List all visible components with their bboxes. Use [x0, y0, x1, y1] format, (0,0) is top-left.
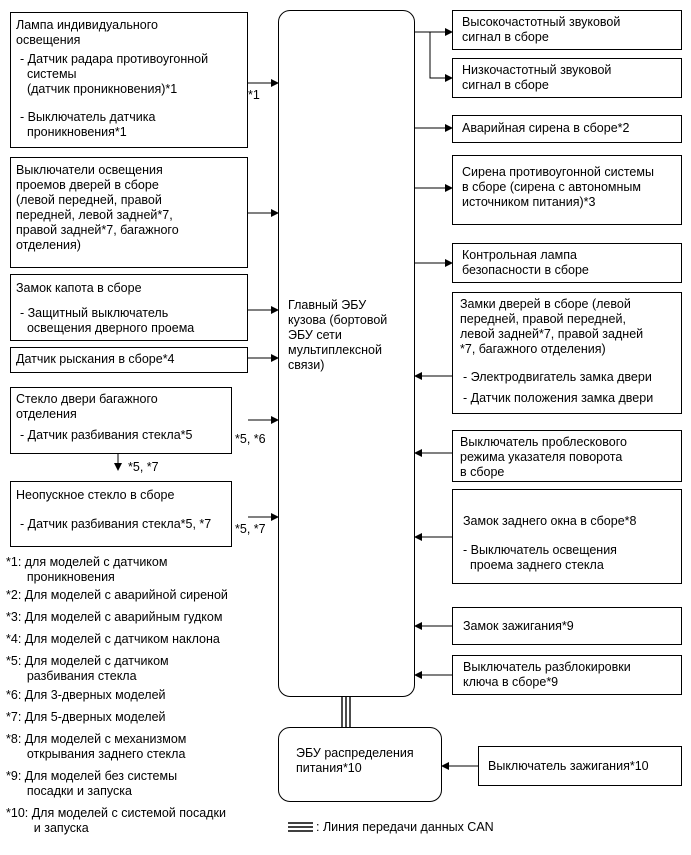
ignition-lock-text: Замок зажигания*9: [463, 619, 574, 633]
hood-lock-box: [10, 274, 248, 341]
door-locks-box: [452, 292, 682, 414]
high-pitch-horn-box: [452, 10, 682, 50]
door-courtesy-switches-text: Выключатели освещения проемов дверей в с…: [16, 163, 179, 252]
hood-lock-sub: - Защитный выключатель освещения дверног…: [20, 306, 195, 335]
note-5-7-down: *5, *7: [128, 460, 159, 474]
footnote-4: *4: Для моделей с датчиком наклона: [6, 632, 220, 646]
security-indicator-text: Контрольная лампа безопасности в сборе: [462, 248, 589, 277]
yaw-sensor-text: Датчик рыскания в сборе*4: [16, 352, 175, 366]
back-door-glass-title: Стекло двери багажного отделения: [16, 392, 158, 421]
main-body-ecu-box: [278, 10, 415, 697]
key-unlock-switch-box: [452, 655, 682, 695]
power-distribution-ecu-text: ЭБУ распределения питания*10: [296, 746, 414, 775]
note-5-6: *5, *6: [235, 432, 266, 446]
footnote-10: *10: Для моделей с системой посадки и за…: [6, 806, 226, 835]
rear-window-lock-box: [452, 489, 682, 584]
low-pitch-horn-text: Низкочастотный звуковой сигнал в сборе: [462, 63, 612, 92]
door-locks-title: Замки дверей в сборе (левой передней, пр…: [460, 297, 644, 356]
power-distribution-ecu-box: [278, 727, 442, 802]
security-indicator-box: [452, 243, 682, 283]
note-1: *1: [248, 88, 260, 102]
yaw-sensor-box: [10, 347, 248, 373]
footnote-3: *3: Для моделей с аварийным гудком: [6, 610, 223, 624]
hazard-switch-box: [452, 430, 682, 482]
high-pitch-horn-text: Высокочастотный звуковой сигнал в сборе: [462, 15, 621, 44]
note-5-7: *5, *7: [235, 522, 266, 536]
footnote-9: *9: Для моделей без системы посадки и за…: [6, 769, 178, 798]
footnote-8: *8: Для моделей с механизмом открывания …: [6, 732, 187, 761]
ignition-switch-text: Выключатель зажигания*10: [488, 759, 649, 773]
hazard-switch-text: Выключатель проблескового режима указате…: [460, 435, 627, 479]
rear-window-lock-title: Замок заднего окна в сборе*8: [463, 514, 637, 528]
footnote-1: *1: для моделей с датчиком проникновения: [6, 555, 168, 584]
ignition-lock-box: [452, 607, 682, 645]
fixed-glass-title: Неопускное стекло в сборе: [16, 488, 175, 502]
footnote-5: *5: Для моделей с датчиком разбивания ст…: [6, 654, 169, 683]
door-lock-position-sensor: - Датчик положения замка двери: [463, 391, 654, 405]
low-pitch-horn-box: [452, 58, 682, 98]
intrusion-sensor-switch: - Выключатель датчика проникновения*1: [20, 110, 156, 139]
can-line-legend: : Линия передачи данных CAN: [316, 820, 494, 834]
door-lock-motor: - Электродвигатель замка двери: [463, 370, 652, 384]
hood-lock-title: Замок капота в сборе: [16, 281, 142, 295]
security-siren-box: [452, 155, 682, 225]
security-siren-text: Сирена противоугонной системы в сборе (с…: [462, 165, 654, 209]
alarm-siren-text: Аварийная сирена в сборе*2: [462, 121, 630, 135]
fixed-glass-box: [10, 481, 232, 547]
back-door-glass-box: [10, 387, 232, 454]
back-door-glass-sensor: - Датчик разбивания стекла*5: [20, 428, 193, 442]
fixed-glass-sensor: - Датчик разбивания стекла*5, *7: [20, 517, 212, 531]
interior-lamp-title: Лампа индивидуального освещения: [16, 18, 158, 47]
footnote-6: *6: Для 3-дверных моделей: [6, 688, 166, 702]
key-unlock-switch-text: Выключатель разблокировки ключа в сборе*…: [463, 660, 631, 689]
rear-window-courtesy-switch: - Выключатель освещения проема заднего с…: [463, 543, 617, 572]
ignition-switch-box: [478, 746, 682, 786]
interior-lamp-box: [10, 12, 248, 148]
footnote-7: *7: Для 5-дверных моделей: [6, 710, 166, 724]
intrusion-radar-sensor: - Датчик радара противоугонной системы (…: [20, 52, 209, 96]
door-courtesy-switches-box: [10, 157, 248, 268]
footnote-2: *2: Для моделей с аварийной сиреной: [6, 588, 228, 602]
main-body-ecu-text: Главный ЭБУ кузова (бортовой ЭБУ сети му…: [288, 298, 388, 372]
alarm-siren-box: [452, 115, 682, 143]
